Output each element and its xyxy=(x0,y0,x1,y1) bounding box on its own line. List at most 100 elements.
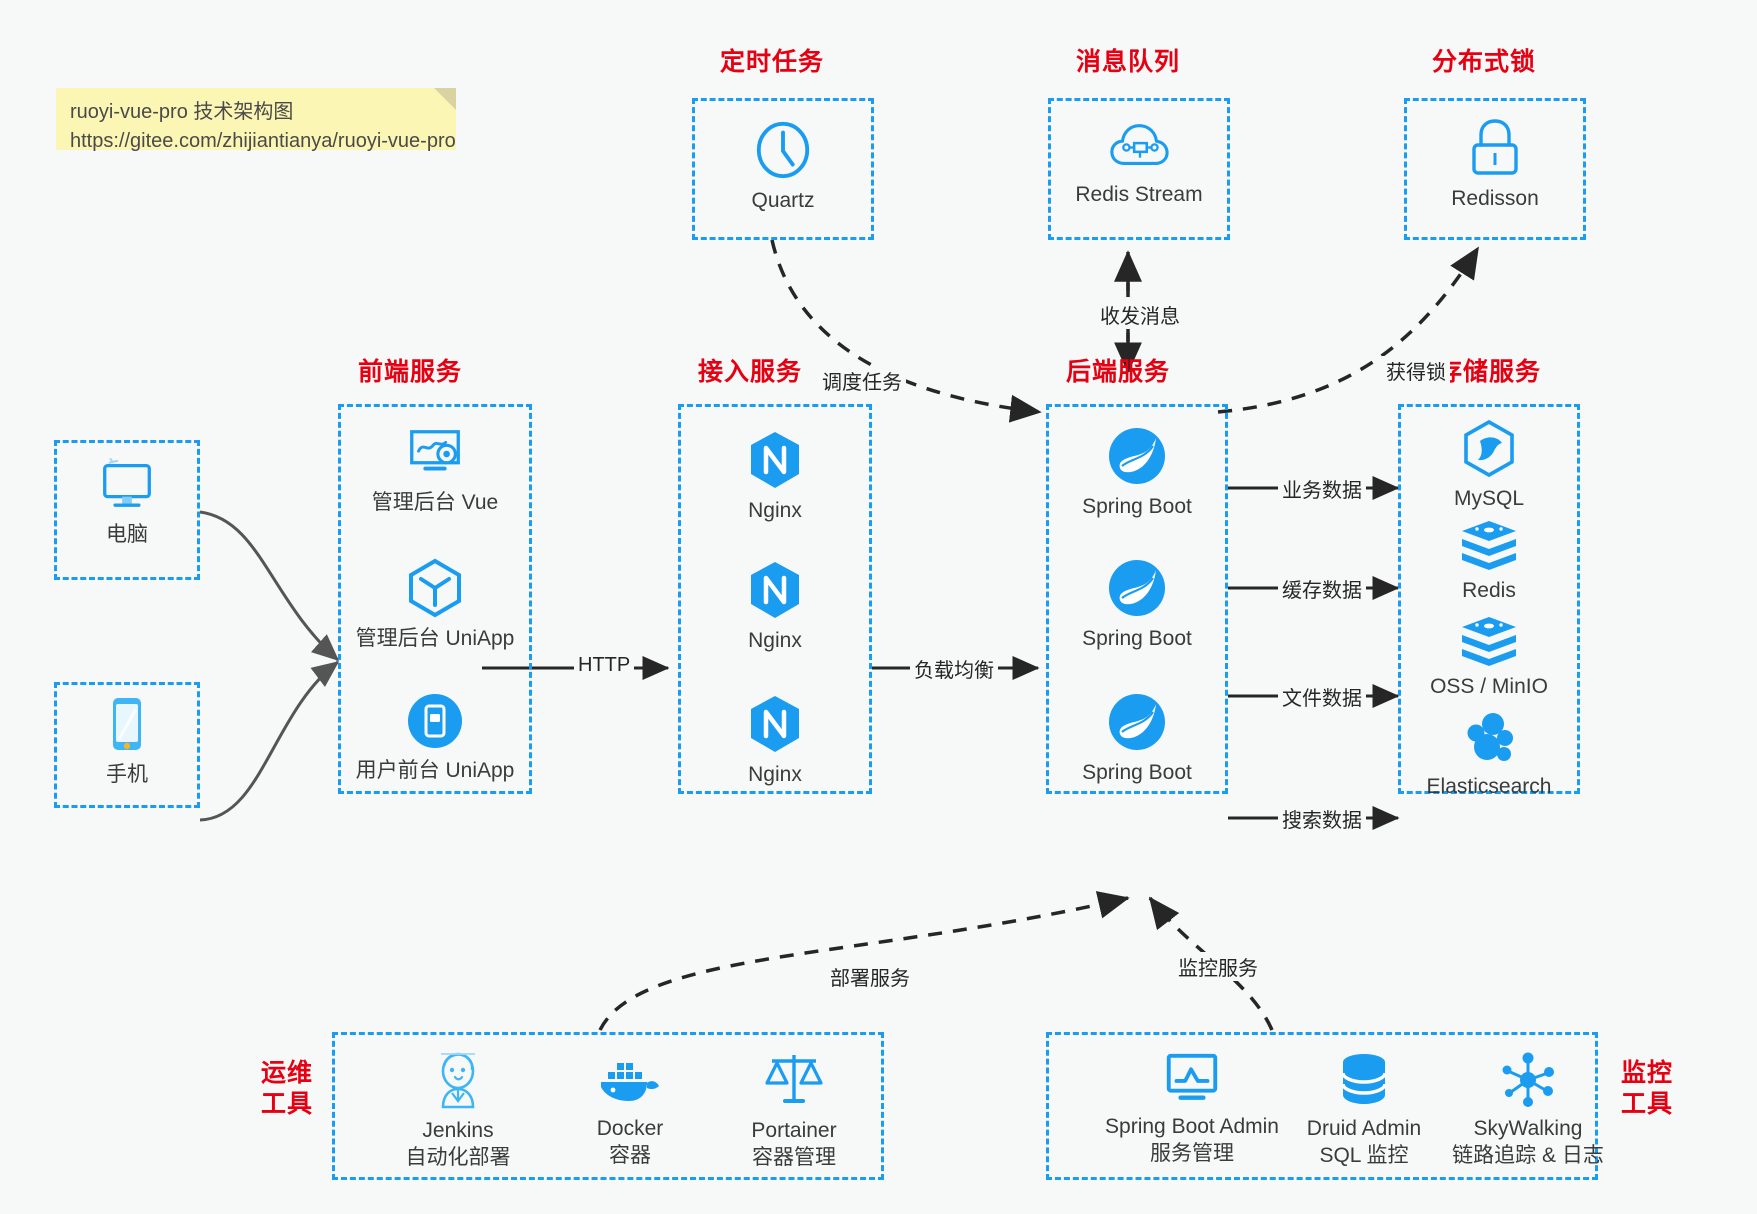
node-label: Nginx xyxy=(748,763,802,786)
group-title-devops: 运维 工具 xyxy=(252,1058,322,1121)
node-label: Spring Boot xyxy=(1082,761,1192,784)
group-title-lock: 分布式锁 xyxy=(1431,48,1536,76)
node-sublabel: 链路追踪 & 日志 xyxy=(1452,1144,1604,1168)
redis-stack-icon xyxy=(1462,521,1516,570)
node-nginx-3[interactable]: Nginx xyxy=(681,693,869,788)
nginx-icon xyxy=(751,562,799,618)
node-spring-boot-admin[interactable]: Spring Boot Admin 服务管理 xyxy=(919,1051,1465,1168)
node-redisson[interactable]: Redisson xyxy=(1407,117,1583,212)
group-title-backend: 后端服务 xyxy=(1065,358,1170,386)
group-box-mq[interactable]: Redis Stream xyxy=(1048,98,1230,240)
spring-leaf-icon xyxy=(1109,428,1165,484)
node-label: Redisson xyxy=(1451,187,1539,210)
node-user-uniapp[interactable]: 用户前台 UniApp xyxy=(341,691,529,784)
group-title-devops-line2: 工具 xyxy=(260,1090,313,1119)
group-box-monitor[interactable]: Spring Boot Admin 服务管理 Druid Admin SQL 监… xyxy=(1046,1032,1604,1180)
edge-label-send-receive-message: 收发消息 xyxy=(1096,300,1184,329)
node-nginx-2[interactable]: Nginx xyxy=(681,559,869,654)
node-druid-admin[interactable]: Druid Admin SQL 监控 xyxy=(1091,1051,1637,1170)
group-title-frontend: 前端服务 xyxy=(357,358,462,386)
node-redis-stream[interactable]: Redis Stream xyxy=(1051,119,1227,208)
group-title-storage: 存储服务 xyxy=(1436,358,1541,386)
node-desktop[interactable]: 电脑 xyxy=(57,457,197,548)
edge-label-load-balance: 负载均衡 xyxy=(910,654,998,683)
node-sublabel: 自动化部署 xyxy=(405,1146,511,1170)
node-label: Quartz xyxy=(751,189,815,212)
group-title-monitor-line1: 监控 xyxy=(1620,1059,1673,1087)
nginx-icon xyxy=(751,432,799,488)
node-label: Nginx xyxy=(748,629,802,652)
group-title-scheduler: 定时任务 xyxy=(719,48,824,76)
group-title-mq: 消息队列 xyxy=(1075,48,1180,76)
node-quartz[interactable]: Quartz xyxy=(695,119,871,214)
node-portainer[interactable]: Portainer 容器管理 xyxy=(521,1049,1067,1172)
node-sublabel: 容器 xyxy=(609,1144,651,1168)
node-nginx-1[interactable]: Nginx xyxy=(681,429,869,524)
node-admin-vue[interactable]: 管理后台 Vue xyxy=(341,425,529,516)
node-label: Redis Stream xyxy=(1075,183,1203,206)
node-sublabel: 服务管理 xyxy=(1150,1142,1234,1166)
group-box-backend[interactable]: Spring Boot Spring Boot Spring Boot xyxy=(1046,404,1228,794)
mobile-phone-icon xyxy=(113,698,141,750)
dashboard-gear-icon xyxy=(410,430,460,471)
node-mobile[interactable]: 手机 xyxy=(57,695,197,788)
note-line-1: ruoyi-vue-pro 技术架构图 xyxy=(70,101,294,123)
group-box-frontend[interactable]: 管理后台 Vue 管理后台 UniApp 用户前台 UniApp xyxy=(338,404,532,794)
node-elasticsearch[interactable]: Elasticsearch xyxy=(1401,711,1577,800)
note-fold-corner xyxy=(434,88,456,110)
edge-label-monitor-service: 监控服务 xyxy=(1174,952,1262,981)
group-box-devops[interactable]: Jenkins 自动化部署 Docker 容器 xyxy=(332,1032,884,1180)
node-skywalking[interactable]: SkyWalking 链路追踪 & 日志 xyxy=(1255,1051,1757,1170)
node-label: Docker xyxy=(596,1117,664,1140)
edge-label-cache-data: 缓存数据 xyxy=(1278,574,1366,603)
node-admin-uniapp[interactable]: 管理后台 UniApp xyxy=(341,557,529,652)
edge-label-deploy-service: 部署服务 xyxy=(826,962,914,991)
node-jenkins[interactable]: Jenkins 自动化部署 xyxy=(185,1049,731,1172)
hexagon-cube-icon xyxy=(409,558,461,618)
node-oss-minio[interactable]: OSS / MinIO xyxy=(1401,615,1577,700)
scales-balance-icon xyxy=(765,1055,823,1103)
node-springboot-3[interactable]: Spring Boot xyxy=(1049,691,1225,786)
database-stack-icon xyxy=(1341,1054,1387,1104)
node-label: Spring Boot xyxy=(1082,495,1192,518)
cloud-stream-icon xyxy=(1110,124,1169,166)
edge-label-acquire-lock: 获得锁 xyxy=(1382,356,1450,385)
node-springboot-2[interactable]: Spring Boot xyxy=(1049,557,1225,652)
edge-label-http: HTTP xyxy=(574,654,635,677)
object-storage-icon xyxy=(1462,617,1516,666)
group-box-storage[interactable]: MySQL Redis OSS / MinIO xyxy=(1398,404,1580,798)
group-title-devops-line1: 运维 xyxy=(260,1059,313,1087)
node-mysql[interactable]: MySQL xyxy=(1401,419,1577,512)
monitor-chart-icon xyxy=(1166,1053,1218,1100)
node-label: Spring Boot Admin xyxy=(1105,1115,1279,1138)
group-title-monitor-line2: 工具 xyxy=(1620,1090,1673,1119)
nginx-icon xyxy=(751,696,799,752)
edge-label-search-data: 搜索数据 xyxy=(1278,804,1366,833)
desktop-monitor-icon xyxy=(103,457,151,507)
node-springboot-1[interactable]: Spring Boot xyxy=(1049,425,1225,520)
node-label: Redis xyxy=(1462,579,1516,602)
group-box-gateway[interactable]: Nginx Nginx Nginx xyxy=(678,404,872,794)
node-redis[interactable]: Redis xyxy=(1401,519,1577,604)
padlock-icon xyxy=(1472,119,1518,175)
edge-label-business-data: 业务数据 xyxy=(1278,474,1366,503)
note-line-2: https://gitee.com/zhijiantianya/ruoyi-vu… xyxy=(70,130,456,152)
group-box-client-mobile[interactable]: 手机 xyxy=(54,682,200,808)
group-box-client-desktop[interactable]: 电脑 xyxy=(54,440,200,580)
diagram-note: ruoyi-vue-pro 技术架构图 https://gitee.com/zh… xyxy=(56,88,456,152)
group-box-scheduler[interactable]: Quartz xyxy=(692,98,874,240)
edge-label-schedule-task: 调度任务 xyxy=(818,366,906,395)
node-label: 电脑 xyxy=(106,523,148,546)
group-title-monitor: 监控 工具 xyxy=(1612,1058,1682,1121)
node-sublabel: SQL 监控 xyxy=(1319,1144,1409,1168)
node-docker[interactable]: Docker 容器 xyxy=(357,1059,903,1170)
node-label: Elasticsearch xyxy=(1426,775,1552,798)
docker-whale-icon xyxy=(601,1063,659,1101)
jenkins-butler-icon xyxy=(441,1052,475,1109)
node-label: Spring Boot xyxy=(1082,627,1192,650)
group-box-lock[interactable]: Redisson xyxy=(1404,98,1586,240)
node-label: Jenkins xyxy=(422,1119,494,1142)
node-label: 用户前台 UniApp xyxy=(355,759,515,782)
node-label: Nginx xyxy=(748,499,802,522)
elasticsearch-cluster-icon xyxy=(1467,713,1513,761)
